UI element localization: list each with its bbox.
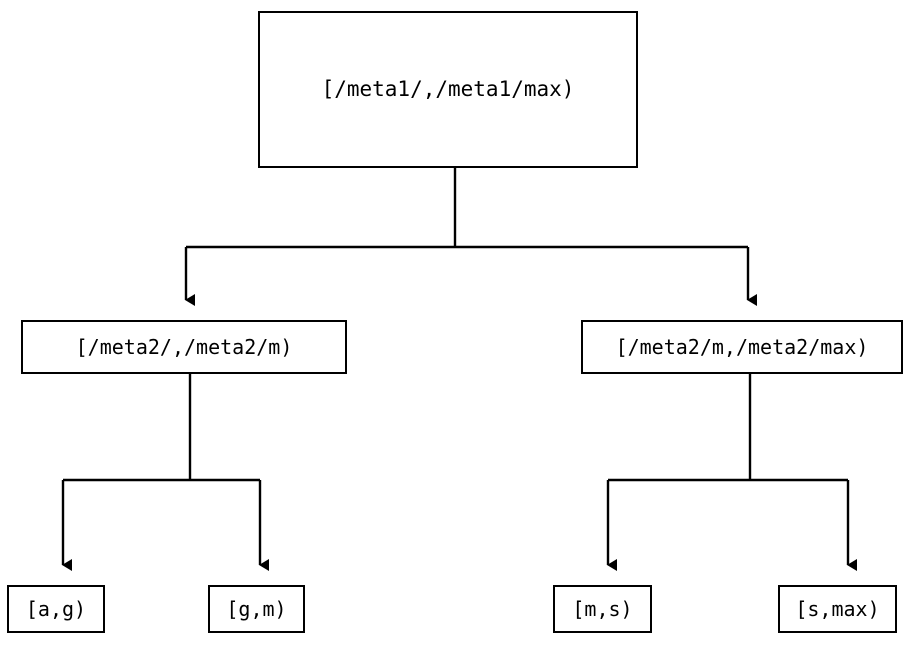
tree-node-leaf-s-max[interactable]: [s,max) [778,585,897,633]
tree-node-root-label: [/meta1/,/meta1/max) [321,77,575,101]
tree-node-meta2-low[interactable]: [/meta2/,/meta2/m) [21,320,347,374]
tree-node-meta2-high[interactable]: [/meta2/m,/meta2/max) [581,320,903,374]
edge-meta2-low-to-leaf-a-g [61,374,260,571]
tree-node-leaf-g-m[interactable]: [g,m) [208,585,305,633]
tree-node-meta2-low-label: [/meta2/,/meta2/m) [75,335,293,359]
edge-meta2-high-to-leaf-m-s [606,374,848,571]
edge-root-to-meta2-low [184,168,748,306]
tree-node-root[interactable]: [/meta1/,/meta1/max) [258,11,638,168]
tree-node-leaf-s-max-label: [s,max) [795,597,880,621]
tree-node-meta2-high-label: [/meta2/m,/meta2/max) [615,335,869,359]
tree-node-leaf-a-g-label: [a,g) [25,597,87,621]
tree-node-leaf-m-s[interactable]: [m,s) [553,585,652,633]
tree-node-leaf-m-s-label: [m,s) [572,597,633,621]
tree-node-leaf-g-m-label: [g,m) [226,597,287,621]
tree-node-leaf-a-g[interactable]: [a,g) [7,585,105,633]
